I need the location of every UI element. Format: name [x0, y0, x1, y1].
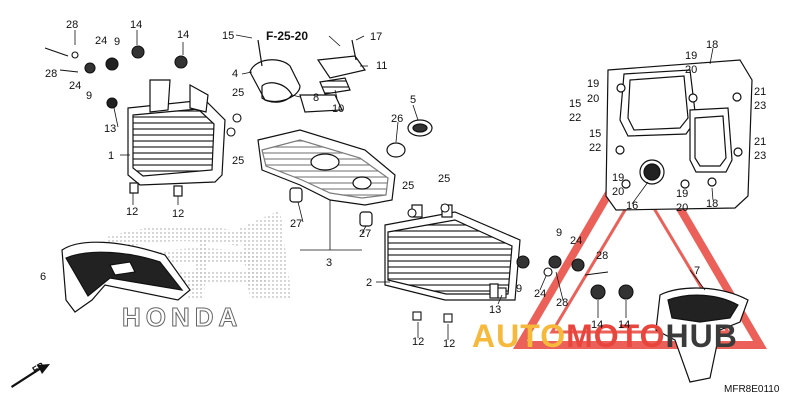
callout: 19 [587, 78, 600, 90]
callout: 14 [618, 319, 631, 331]
part-2-cylinder [384, 204, 521, 301]
callout: 14 [177, 29, 190, 41]
honda-brand-mark: HONDA [121, 302, 243, 333]
callout: 26 [391, 113, 404, 125]
callout: 25 [232, 155, 245, 167]
front-arrow-icon [11, 364, 50, 388]
callout: 11 [376, 60, 388, 72]
part-5-cap [386, 119, 433, 158]
callout: 16 [626, 200, 639, 212]
leader-lines [74, 30, 714, 340]
part-11-bracket [316, 39, 367, 95]
callout: 12 [172, 208, 185, 220]
callout: 28 [556, 297, 569, 309]
callout: 21 [754, 86, 767, 98]
callout: 19 [612, 172, 625, 184]
callout: 4 [232, 68, 239, 80]
callout: 28 [45, 68, 58, 80]
callout: 20 [587, 93, 600, 105]
callout: 8 [313, 92, 320, 104]
callout: 12 [412, 336, 425, 348]
callout: 25 [232, 87, 245, 99]
callout: 24 [534, 288, 547, 300]
callout: 18 [706, 198, 719, 210]
callout: 24 [69, 80, 82, 92]
callout: 15 [569, 98, 582, 110]
callout: 22 [589, 142, 602, 154]
callout: 20 [612, 186, 625, 198]
fasteners [44, 45, 634, 323]
callout: 7 [694, 265, 701, 277]
callout: 28 [66, 19, 79, 31]
callout: 14 [130, 19, 143, 31]
watermark-moto: MOTO [566, 318, 666, 354]
part-1-head-cover [127, 79, 226, 197]
part-6-side-cover [61, 241, 191, 313]
callout: 18 [706, 39, 719, 51]
callout: 9 [114, 36, 121, 48]
callout: 1 [108, 150, 115, 162]
watermark-auto: AUTO [472, 318, 567, 354]
callout: 23 [754, 100, 767, 112]
callout: 9 [86, 90, 93, 102]
watermark-triangle [513, 132, 767, 349]
callout: 21 [754, 136, 767, 148]
callout: 28 [596, 250, 609, 262]
callout: 25 [402, 180, 415, 192]
callout: 17 [370, 31, 383, 43]
reference-label: F-25-20 [266, 29, 309, 43]
callout: 9 [516, 283, 523, 295]
callout: 9 [556, 227, 563, 239]
callout: 12 [126, 206, 139, 218]
watermark-hub: HUB [665, 318, 738, 354]
callout: 24 [95, 35, 108, 47]
callout: 6 [40, 271, 47, 283]
callout: 20 [685, 64, 698, 76]
part-code: MFR8E0110 [724, 384, 780, 395]
callout: 12 [443, 338, 456, 350]
callout: 24 [570, 235, 583, 247]
callout: 25 [438, 173, 451, 185]
part-3-cylinder-head [257, 94, 396, 227]
watermark-text: AUTOMOTOHUB [472, 318, 738, 355]
callout: 19 [676, 188, 689, 200]
callout: 14 [591, 319, 604, 331]
part-4-breather-cover [249, 39, 301, 103]
callout: 22 [569, 112, 582, 124]
callout: 23 [754, 150, 767, 162]
callout: 2 [366, 277, 373, 289]
callout: 27 [359, 228, 372, 240]
callout: 20 [676, 202, 689, 214]
callout: 13 [489, 304, 502, 316]
callout: 15 [589, 128, 602, 140]
part-7-cover [655, 287, 749, 383]
callout: 5 [410, 94, 417, 106]
callout: 10 [332, 103, 345, 115]
gasket-plate-assembly [605, 59, 753, 211]
callout: 13 [104, 123, 117, 135]
callout: 19 [685, 50, 698, 62]
callout: 15 [222, 30, 235, 42]
callout: 27 [290, 218, 303, 230]
callout: 3 [326, 257, 333, 269]
